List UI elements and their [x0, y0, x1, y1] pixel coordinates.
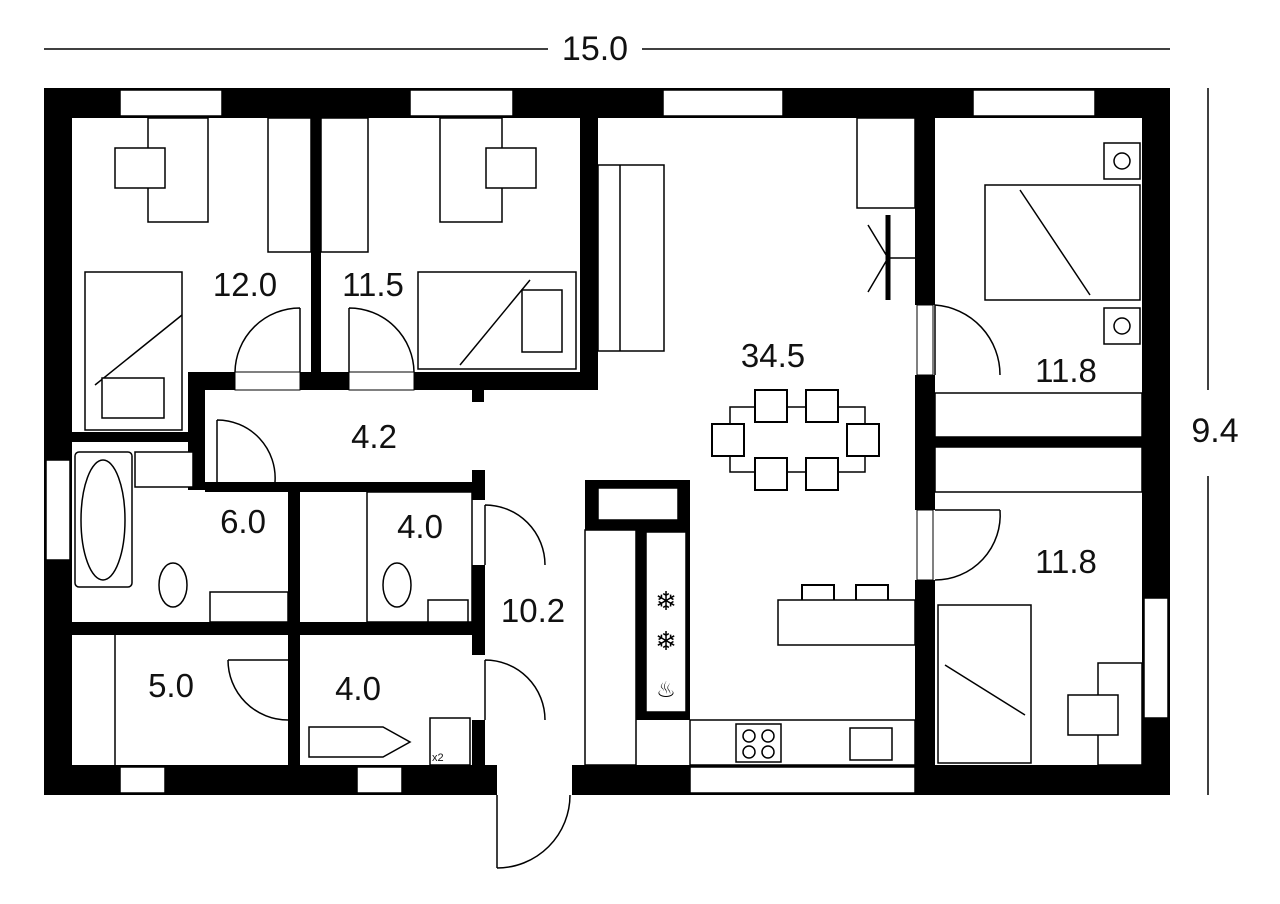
stove-icon [735, 723, 782, 763]
windows [45, 89, 1169, 794]
room-area-bathroom: 6.0 [220, 503, 266, 540]
room-area-storage: 5.0 [148, 667, 194, 704]
sink-icon [134, 451, 194, 488]
room-area-laundry: 4.0 [335, 670, 381, 707]
sofa-icon [597, 164, 665, 352]
sink-icon [427, 599, 469, 623]
bathtub-icon [74, 451, 133, 588]
toilet-icon [158, 562, 188, 608]
chair-icon [485, 147, 537, 189]
chair-icon [114, 147, 166, 189]
room-area-hallway: 4.2 [351, 418, 397, 455]
room-area-living-kitchen: 34.5 [741, 337, 805, 374]
height-dimension: 9.4 [1191, 88, 1239, 795]
bed-icon [937, 604, 1032, 764]
room-labels: 12.0 11.5 34.5 11.8 11.8 4.2 6.0 4.0 10.… [148, 266, 1097, 707]
room-area-bedroom-4: 11.8 [1035, 543, 1097, 580]
dining-table-icon [729, 406, 866, 473]
room-area-bedroom-1: 12.0 [213, 266, 277, 303]
interior-doors[interactable] [216, 304, 1001, 721]
width-label: 15.0 [562, 30, 628, 68]
toilet-icon [382, 562, 412, 608]
furniture: ❄ ❄ ♨ x2 [74, 117, 1143, 766]
ironing-board-icon [308, 726, 412, 758]
room-area-wc: 4.0 [397, 508, 443, 545]
room-area-corridor: 10.2 [501, 592, 565, 629]
room-area-bedroom-2: 11.5 [342, 266, 404, 303]
chair-icon [1067, 694, 1119, 736]
freezer-icon: ❄ [655, 586, 677, 616]
washing-machine-icon [429, 717, 471, 766]
oven-icon: ♨ [656, 677, 676, 702]
entrance-door[interactable] [496, 765, 572, 869]
sink-icon [849, 727, 893, 761]
appliance-count: x2 [432, 752, 444, 764]
height-label: 9.4 [1191, 412, 1238, 450]
freezer-icon: ❄ [655, 626, 677, 656]
double-bed-icon [984, 184, 1141, 301]
room-area-bedroom-3: 11.8 [1035, 352, 1097, 389]
width-dimension: 15.0 [44, 30, 1170, 68]
kitchen-island-icon [777, 599, 916, 646]
